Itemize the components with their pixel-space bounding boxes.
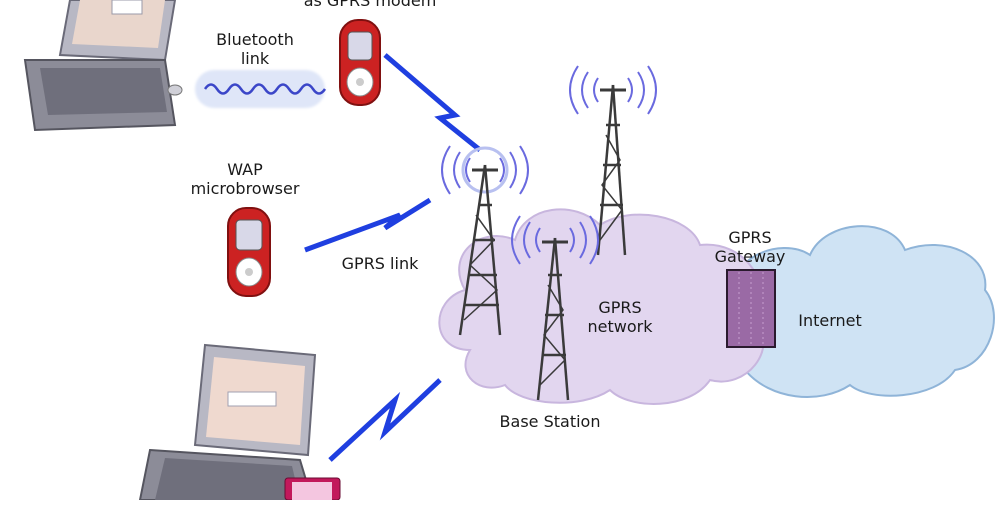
internet-label: Internet bbox=[798, 311, 862, 330]
bluetooth-label-line2: link bbox=[240, 49, 270, 68]
bluetooth-wave-icon bbox=[195, 70, 327, 108]
pda-icon bbox=[284, 477, 341, 501]
wap-label: WAP microbrowser bbox=[170, 160, 320, 198]
tower-icon bbox=[569, 65, 657, 256]
tower-icon bbox=[511, 215, 599, 401]
gprs-network-label-line1: GPRS bbox=[598, 298, 642, 317]
wap-label-line1: WAP bbox=[227, 160, 263, 179]
laptop-icon bbox=[23, 0, 183, 132]
laptop-icon bbox=[138, 343, 317, 501]
gprs-network-label: GPRS network bbox=[565, 298, 675, 336]
bluetooth-label: Bluetooth link bbox=[195, 30, 315, 68]
wap-label-line2: microbrowser bbox=[190, 179, 300, 198]
tower-icon bbox=[441, 145, 529, 336]
gprs-modem-label: as GPRS modem bbox=[303, 0, 437, 10]
gprs-link-label: GPRS link bbox=[341, 254, 419, 273]
gateway-server-icon bbox=[726, 269, 776, 348]
gprs-network-cloud bbox=[438, 208, 765, 405]
gprs-gateway-label-line1: GPRS bbox=[728, 228, 772, 247]
gprs-gateway-label: GPRS Gateway bbox=[700, 228, 800, 266]
base-station-label: Base Station bbox=[499, 412, 601, 431]
phone-icon bbox=[227, 207, 271, 297]
bluetooth-label-line1: Bluetooth bbox=[216, 30, 294, 49]
gprs-gateway-label-line2: Gateway bbox=[714, 247, 786, 266]
phone-icon bbox=[339, 19, 381, 106]
gprs-link-line bbox=[304, 53, 482, 462]
gprs-network-label-line2: network bbox=[587, 317, 653, 336]
